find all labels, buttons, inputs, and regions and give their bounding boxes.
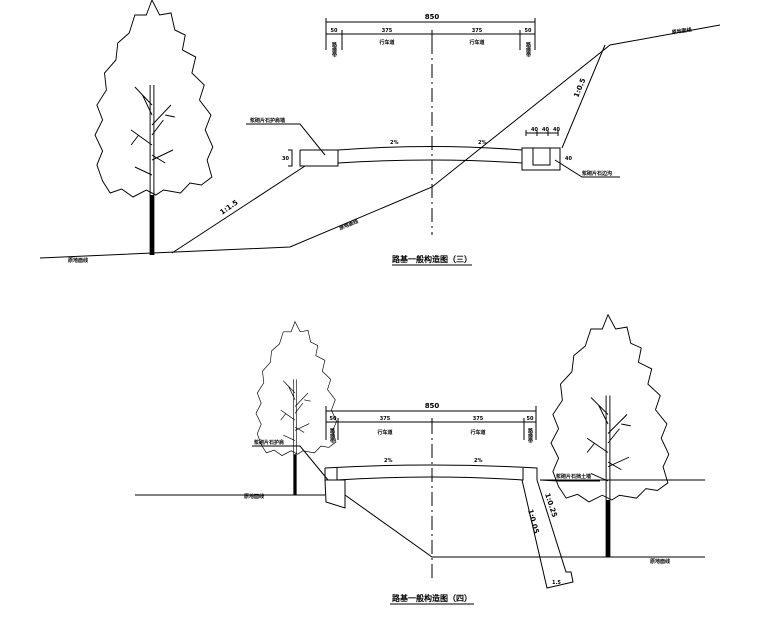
slope-pct-left: 2% bbox=[384, 458, 393, 464]
ground-label: 原地面线 bbox=[338, 218, 359, 232]
lane-label-left: 行车道 bbox=[378, 39, 394, 46]
dim-shoulder-right: 50 bbox=[527, 416, 534, 422]
dim-lane-right: 375 bbox=[472, 28, 483, 34]
shoulder-label-right: 路缘带 bbox=[525, 41, 532, 58]
ditch-depth: 40 bbox=[565, 156, 572, 162]
note-right: 浆砌片石边沟 bbox=[581, 170, 612, 177]
tree-icon bbox=[550, 314, 670, 558]
note-left: 浆砌片石护肩墙 bbox=[249, 117, 285, 124]
fill-slope: 1:1.5 bbox=[219, 198, 240, 216]
ditch-dim: 40 bbox=[542, 127, 549, 133]
shoulder-label-left: 路缘带 bbox=[329, 427, 336, 444]
tree-icon bbox=[94, 0, 214, 256]
dim-lane-left: 375 bbox=[382, 28, 393, 34]
section-title: 路基一般构造图（四） bbox=[392, 593, 472, 603]
ditch-dim: 40 bbox=[531, 127, 538, 133]
dim-total: 850 bbox=[425, 402, 440, 410]
slope-pct-right: 2% bbox=[474, 458, 483, 464]
ground-label: 原地面线 bbox=[671, 26, 692, 36]
dim-total: 850 bbox=[425, 13, 440, 21]
slope-pct-right: 2% bbox=[478, 140, 487, 146]
shoulder-label-left: 路缘带 bbox=[331, 41, 338, 58]
block-height: 30 bbox=[282, 156, 289, 162]
section-title: 路基一般构造图（三） bbox=[392, 254, 472, 264]
section-3: 850 50 375 375 50 行车道 行车道 路缘带 路缘带 40 40 … bbox=[39, 0, 721, 266]
note-left: 浆砌片石护肩 bbox=[253, 439, 284, 446]
dim-shoulder-left: 50 bbox=[331, 28, 338, 34]
dim-shoulder-left: 50 bbox=[330, 416, 337, 422]
slope-pct-left: 2% bbox=[390, 140, 399, 146]
section-4: 850 50 375 375 50 行车道 行车道 路缘带 路缘带 2% 2% … bbox=[135, 314, 705, 605]
wall-slope-front: 1:0.05 bbox=[526, 508, 540, 534]
ground-label: 原地面线 bbox=[650, 558, 670, 565]
lane-label-right: 行车道 bbox=[468, 39, 484, 46]
lane-label-left: 行车道 bbox=[376, 429, 392, 436]
dim-lane-left: 375 bbox=[380, 416, 391, 422]
wall-base: 1.5 bbox=[552, 580, 561, 586]
shoulder-label-right: 路缘带 bbox=[527, 427, 534, 444]
note-right: 浆砌片石挡土墙 bbox=[555, 473, 591, 480]
dim-lane-right: 375 bbox=[473, 416, 484, 422]
ground-label: 原地面线 bbox=[244, 493, 264, 500]
lane-label-right: 行车道 bbox=[469, 429, 485, 436]
ditch-dim: 40 bbox=[553, 127, 560, 133]
ground-label: 原地面线 bbox=[68, 257, 88, 264]
dim-shoulder-right: 50 bbox=[525, 28, 532, 34]
cut-slope: 1:0.5 bbox=[572, 77, 587, 99]
